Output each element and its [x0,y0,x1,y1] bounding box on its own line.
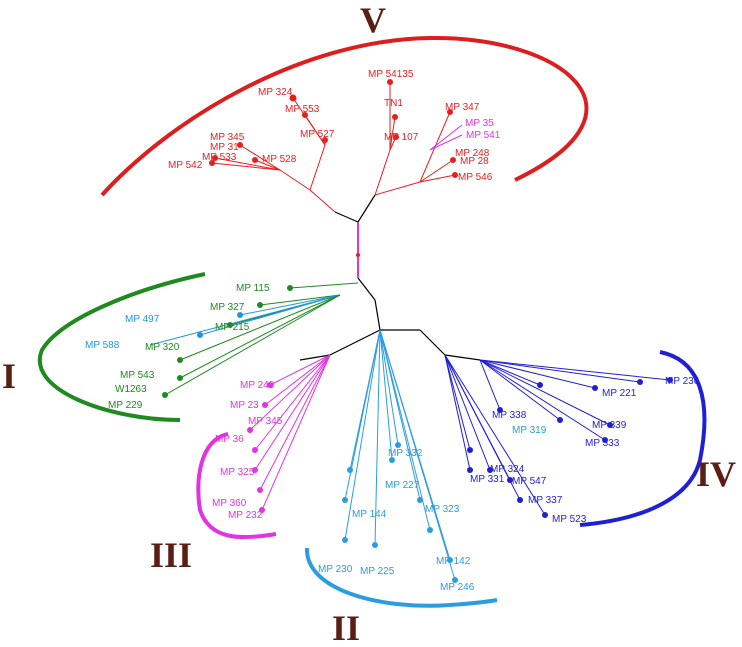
leaf-label: MP 227 [385,480,420,491]
cluster-v-pink-labels: MP 35 MP 541 [465,118,501,141]
cluster-label-iv: IV [696,454,736,494]
leaf-label: MP 528 [262,154,297,165]
leaf-label: MP 319 [512,425,547,436]
cluster-v-nodes [209,79,458,178]
leaf-label: MP 31 [210,142,239,153]
leaf-label: MP 331 [470,474,505,485]
cluster-i-nodes [162,285,293,398]
leaf-label: MP 28 [460,156,489,167]
cluster-label-v: V [360,0,386,40]
cluster-ii-nodes [342,442,458,583]
leaf-label: MP 541 [466,130,501,141]
leaf-label: MP 546 [458,172,493,183]
leaf-label: MP 142 [436,556,471,567]
cluster-iv-arc [579,350,707,527]
leaf-label: MP 347 [445,102,480,113]
cluster-i-blue-labels: MP 497 MP 588 [85,314,160,351]
leaf-label: MP 333 [585,438,620,449]
trunk-branches [299,194,481,361]
cluster-v-arc [100,35,589,197]
leaf-label: MP 588 [85,340,120,351]
leaf-label: MP 324 [258,87,293,98]
leaf-label: MP 543 [120,370,155,381]
cluster-iv-branches [444,354,671,516]
cluster-label-iii: III [150,535,192,575]
cluster-iii-labels: MP 249 MP 23 MP 345 MP 36 MP 325 MP 360 … [212,380,283,521]
leaf-label: MP 221 [602,388,637,399]
leaf-label: MP 360 [212,498,247,509]
leaf-label: MP 523 [552,514,587,525]
leaf-label: MP 232 [228,510,263,521]
cluster-iii-nodes [247,382,273,513]
cluster-label-i: I [2,356,16,396]
leaf-label: MP 249 [240,380,275,391]
cluster-label-ii: II [332,608,360,647]
cluster-iv-light-labels: MP 319 [512,425,547,436]
leaf-label: MP 553 [285,104,320,115]
leaf-label: MP 325 [220,467,255,478]
cluster-v-pink-branch [429,124,463,151]
leaf-label: MP 327 [210,302,245,313]
leaf-label: MP 527 [300,129,335,140]
leaf-label: MP 497 [125,314,160,325]
leaf-label: MP 23 [230,400,259,411]
root-node [356,253,360,257]
leaf-label: MP 35 [465,118,494,129]
leaf-label: MP 338 [492,410,527,421]
leaf-label: MP 533 [202,152,237,163]
cluster-i-arc [37,272,206,422]
leaf-label: MP 345 [210,132,245,143]
leaf-label: MP 225 [360,566,395,577]
leaf-label: MP 337 [528,495,563,506]
cluster-iii-branches [249,354,331,511]
leaf-label: W1263 [115,384,147,395]
cluster-iii-arc [196,432,277,540]
cluster-i-branches [149,282,359,396]
leaf-label: MP 215 [215,322,250,333]
cluster-v-branches [211,82,456,213]
cluster-ii-arc [304,547,498,608]
cluster-i-labels: MP 115 MP 327 MP 215 MP 320 MP 543 W1263… [108,283,270,411]
leaf-label: TN1 [384,98,403,109]
leaf-label: MP 324 [490,464,525,475]
leaf-label: MP 54135 [368,69,414,80]
leaf-label: MP 246 [440,582,475,593]
leaf-label: MP 339 [592,420,627,431]
cluster-ii-labels: MP 332 MP 227 MP 323 MP 144 MP 230 MP 22… [318,448,475,593]
leaf-label: MP 236 [665,376,700,387]
cluster-v-labels: MP 324 MP 553 MP 527 MP 345 MP 31 MP 533… [168,69,493,183]
cluster-iv-nodes [467,377,673,518]
leaf-label: MP 332 [388,448,423,459]
leaf-label: MP 36 [215,434,244,445]
leaf-label: MP 107 [384,132,419,143]
leaf-label: MP 248 [455,148,490,159]
leaf-label: MP 115 [236,283,270,294]
leaf-label: MP 320 [145,342,180,353]
leaf-label: MP 323 [425,504,460,515]
leaf-label: MP 542 [168,160,203,171]
leaf-label: MP 144 [352,509,387,520]
cluster-iv-labels: MP 236 MP 221 MP 338 MP 339 MP 333 MP 32… [470,376,700,525]
leaf-label: MP 547 [512,476,547,487]
leaf-label: MP 345 [248,416,283,427]
leaf-label: MP 229 [108,400,143,411]
leaf-label: MP 230 [318,564,353,575]
